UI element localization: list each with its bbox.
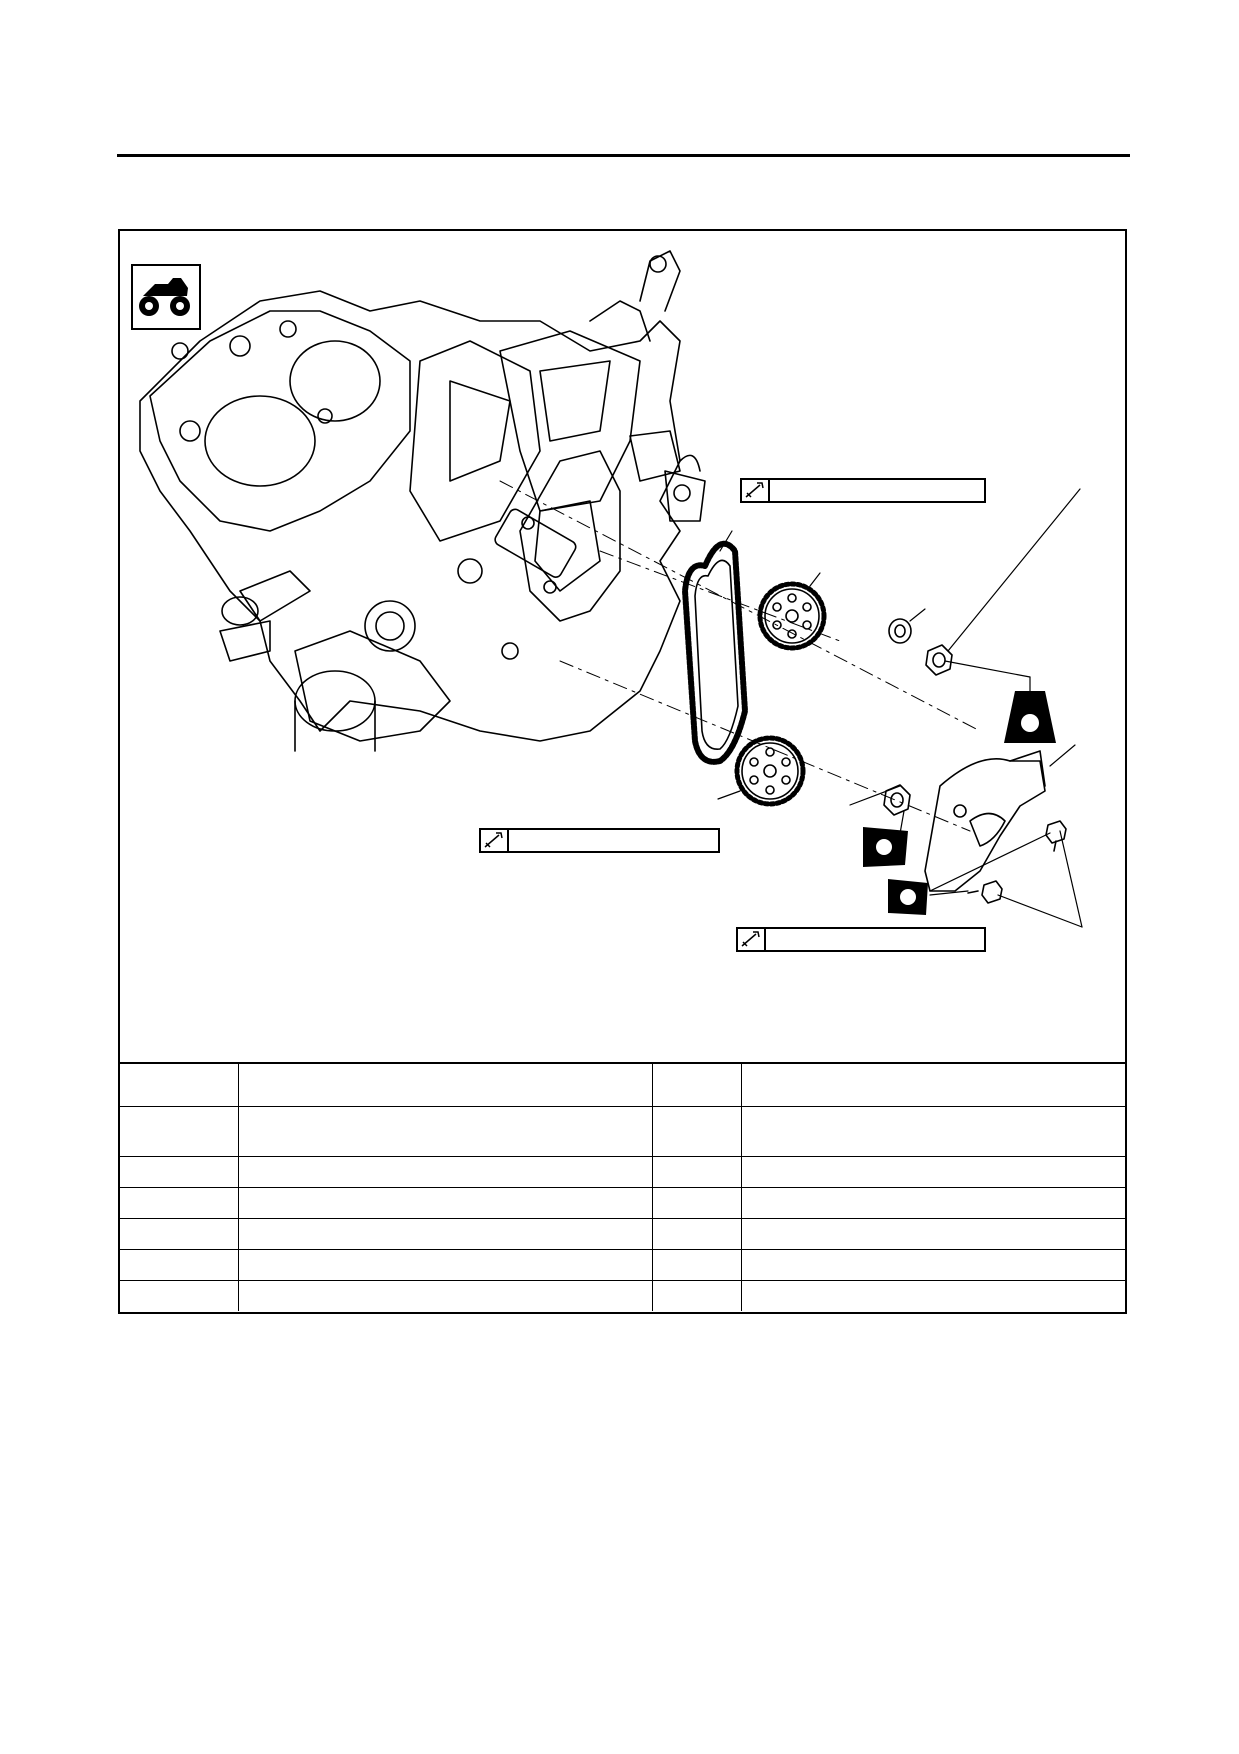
table-cell: [237, 1217, 653, 1250]
wrench-icon: [481, 830, 509, 851]
table-cell: [120, 1186, 239, 1219]
bolt-lower: [967, 880, 1003, 904]
table-header-row: [120, 1062, 1125, 1107]
table-cell: [740, 1155, 1125, 1188]
drive-sprocket: [757, 581, 827, 651]
driven-sprocket: [734, 735, 806, 807]
column-header: [237, 1062, 653, 1107]
table-row: [120, 1186, 1125, 1219]
column-header: [120, 1062, 239, 1107]
table-row: [120, 1279, 1125, 1311]
engine-exploded-drawing: [139, 250, 1083, 928]
column-header: [651, 1062, 742, 1107]
table-cell: [237, 1105, 653, 1157]
table-row: [120, 1217, 1125, 1250]
table-cell: [740, 1279, 1125, 1311]
table-cell: [120, 1217, 239, 1250]
nut-lower: [883, 784, 911, 816]
table-cell: [237, 1155, 653, 1188]
table-cell: [237, 1279, 653, 1311]
torque-spec-box: [740, 478, 986, 503]
column-header: [740, 1062, 1125, 1107]
table-cell: [651, 1186, 742, 1219]
lt-locking-agent-icon: [863, 691, 1056, 915]
wrench-icon: [738, 929, 766, 950]
table-cell: [120, 1279, 239, 1311]
table-cell: [237, 1186, 653, 1219]
header-rule: [117, 154, 1130, 157]
table-cell: [740, 1217, 1125, 1250]
parts-table: [120, 1062, 1125, 1311]
table-cell: [120, 1248, 239, 1281]
table-row: [120, 1248, 1125, 1281]
table-cell: [740, 1248, 1125, 1281]
leader-lines: [717, 488, 1083, 928]
table-cell: [740, 1105, 1125, 1157]
table-cell: [237, 1248, 653, 1281]
wrench-icon: [742, 480, 770, 501]
diagram-frame: [118, 229, 1127, 1314]
table-cell: [651, 1217, 742, 1250]
table-row: [120, 1105, 1125, 1157]
table-cell: [651, 1105, 742, 1157]
nut-upper: [925, 644, 953, 676]
torque-spec-box: [479, 828, 720, 853]
atv-icon: [131, 264, 201, 330]
table-cell: [740, 1186, 1125, 1219]
oil-pump-drive-chain: [682, 540, 748, 765]
table-cell: [651, 1155, 742, 1188]
table-cell: [651, 1248, 742, 1281]
chain-guide: [924, 750, 1046, 892]
table-cell: [120, 1105, 239, 1157]
table-cell: [651, 1279, 742, 1311]
engine-block: [139, 250, 706, 752]
torque-spec-box: [736, 927, 986, 952]
washer: [888, 618, 912, 644]
table-cell: [120, 1155, 239, 1188]
exploded-view-figure: [120, 231, 1125, 1063]
table-row: [120, 1155, 1125, 1188]
